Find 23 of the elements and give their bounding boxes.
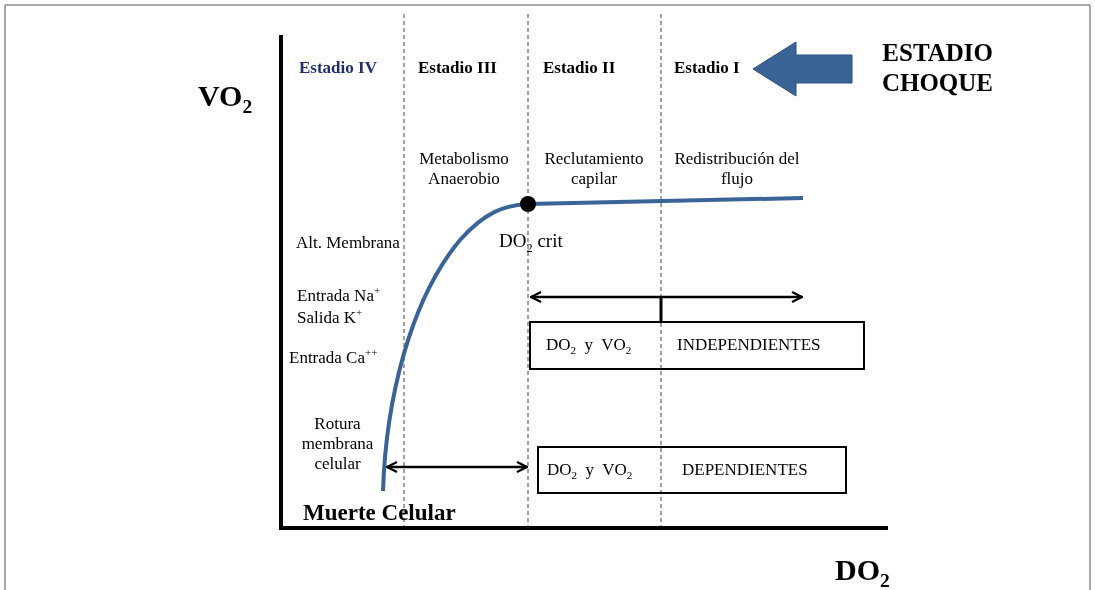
cell-event-label: Entrada Ca$^{++}$	[289, 348, 378, 368]
stage-label: Estadio III	[418, 58, 497, 78]
stage-description: Reclutamiento capilar	[543, 149, 645, 189]
outcome-label: Muerte Celular	[303, 500, 456, 526]
relation-text: DEPENDIENTES	[682, 460, 808, 480]
statement-box	[537, 446, 847, 494]
axis-label: DO$_{2}$	[835, 552, 890, 587]
stage-label: Estadio IV	[299, 58, 377, 78]
variables-text: DO$_{2}$ y VO$_{2}$	[546, 335, 632, 355]
cell-event-label: Entrada Na$^{+}$	[297, 286, 381, 306]
point-label: DO$_{2}$ crit	[499, 230, 563, 252]
variables-text: DO$_{2}$ y VO$_{2}$	[547, 460, 633, 480]
stage-description: Metabolismo Anaerobio	[418, 149, 510, 189]
cell-event-label: Rotura membrana celular	[300, 414, 375, 474]
stage-title: ESTADIO CHOQUE	[880, 38, 993, 98]
cell-event-label: Salida K$^{+}$	[297, 308, 363, 328]
stage-label: Estadio I	[674, 58, 740, 78]
cell-event-label: Alt. Membrana	[296, 233, 400, 253]
stage-label: Estadio II	[543, 58, 616, 78]
stage-description: Redistribución del flujo	[673, 149, 801, 189]
axis-label: VO$_{2}$	[198, 78, 253, 113]
statement-box	[529, 321, 865, 370]
relation-text: INDEPENDIENTES	[677, 335, 821, 355]
